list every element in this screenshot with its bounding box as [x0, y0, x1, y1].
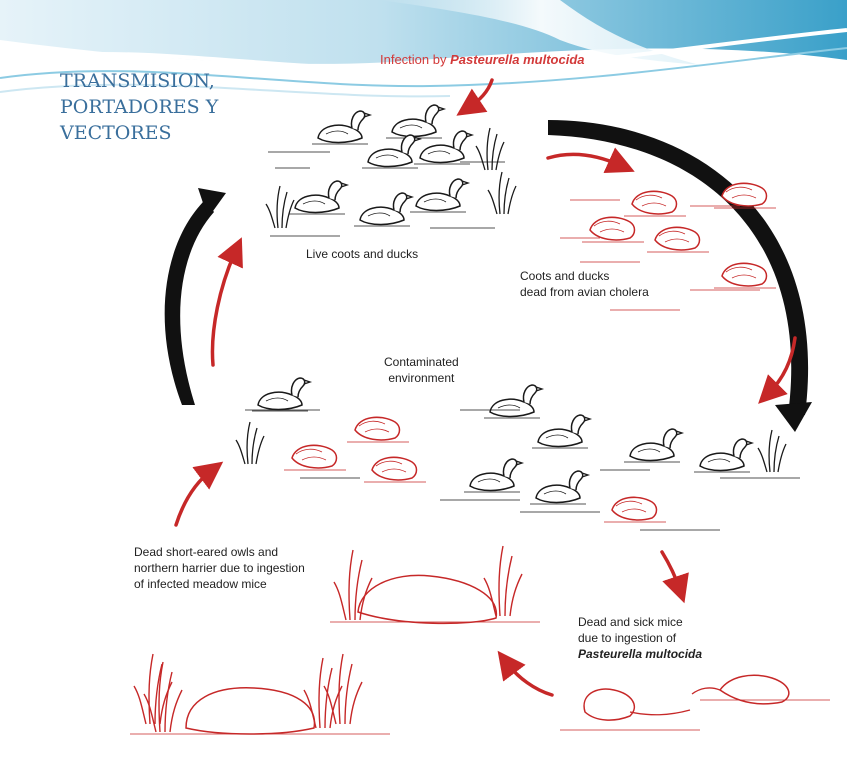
- environment-group: [236, 378, 800, 530]
- red-arrow-mice-to-owls: [506, 662, 552, 695]
- label-dead-mice-organism: Pasteurella multocida: [578, 646, 702, 662]
- red-arrow-env-to-live: [212, 250, 236, 365]
- label-environment-line-2: environment: [384, 370, 459, 386]
- label-dead-owls-line-3: of infected meadow mice: [134, 576, 305, 592]
- label-environment-line-1: Contaminated: [384, 354, 459, 370]
- rock-middle: [330, 546, 540, 623]
- rock-bottom-left: [130, 654, 390, 734]
- title-line-3: VECTORES: [60, 120, 218, 146]
- red-arrow-to-dead: [548, 154, 622, 166]
- infection-organism: Pasteurella multocida: [450, 52, 584, 67]
- red-arrow-owls-up: [176, 470, 212, 525]
- red-arrow-env-to-mice: [662, 552, 680, 590]
- mice-group: [560, 675, 830, 730]
- red-arrow-infection: [468, 80, 492, 108]
- label-dead-ducks-line-1: Coots and ducks: [520, 268, 649, 284]
- label-dead-ducks: Coots and ducks dead from avian cholera: [520, 268, 649, 300]
- label-dead-owls-line-2: northern harrier due to ingestion: [134, 560, 305, 576]
- slide-title: TRANSMISION, PORTADORES Y VECTORES: [60, 68, 218, 146]
- label-live-ducks: Live coots and ducks: [306, 246, 418, 262]
- title-line-1: TRANSMISION,: [60, 68, 218, 94]
- label-dead-mice: Dead and sick mice due to ingestion of P…: [578, 614, 702, 662]
- label-dead-owls: Dead short-eared owls and northern harri…: [134, 544, 305, 592]
- label-dead-ducks-line-2: dead from avian cholera: [520, 284, 649, 300]
- live-ducks-group: [266, 105, 516, 236]
- label-dead-owls-line-1: Dead short-eared owls and: [134, 544, 305, 560]
- title-line-2: PORTADORES Y: [60, 94, 218, 120]
- label-environment: Contaminated environment: [384, 354, 459, 386]
- infection-label: Infection by Pasteurella multocida: [380, 52, 585, 67]
- infection-prefix: Infection by: [380, 52, 447, 67]
- label-dead-mice-line-2: due to ingestion of: [578, 630, 702, 646]
- black-arrow-left: [165, 188, 226, 405]
- label-dead-mice-line-1: Dead and sick mice: [578, 614, 702, 630]
